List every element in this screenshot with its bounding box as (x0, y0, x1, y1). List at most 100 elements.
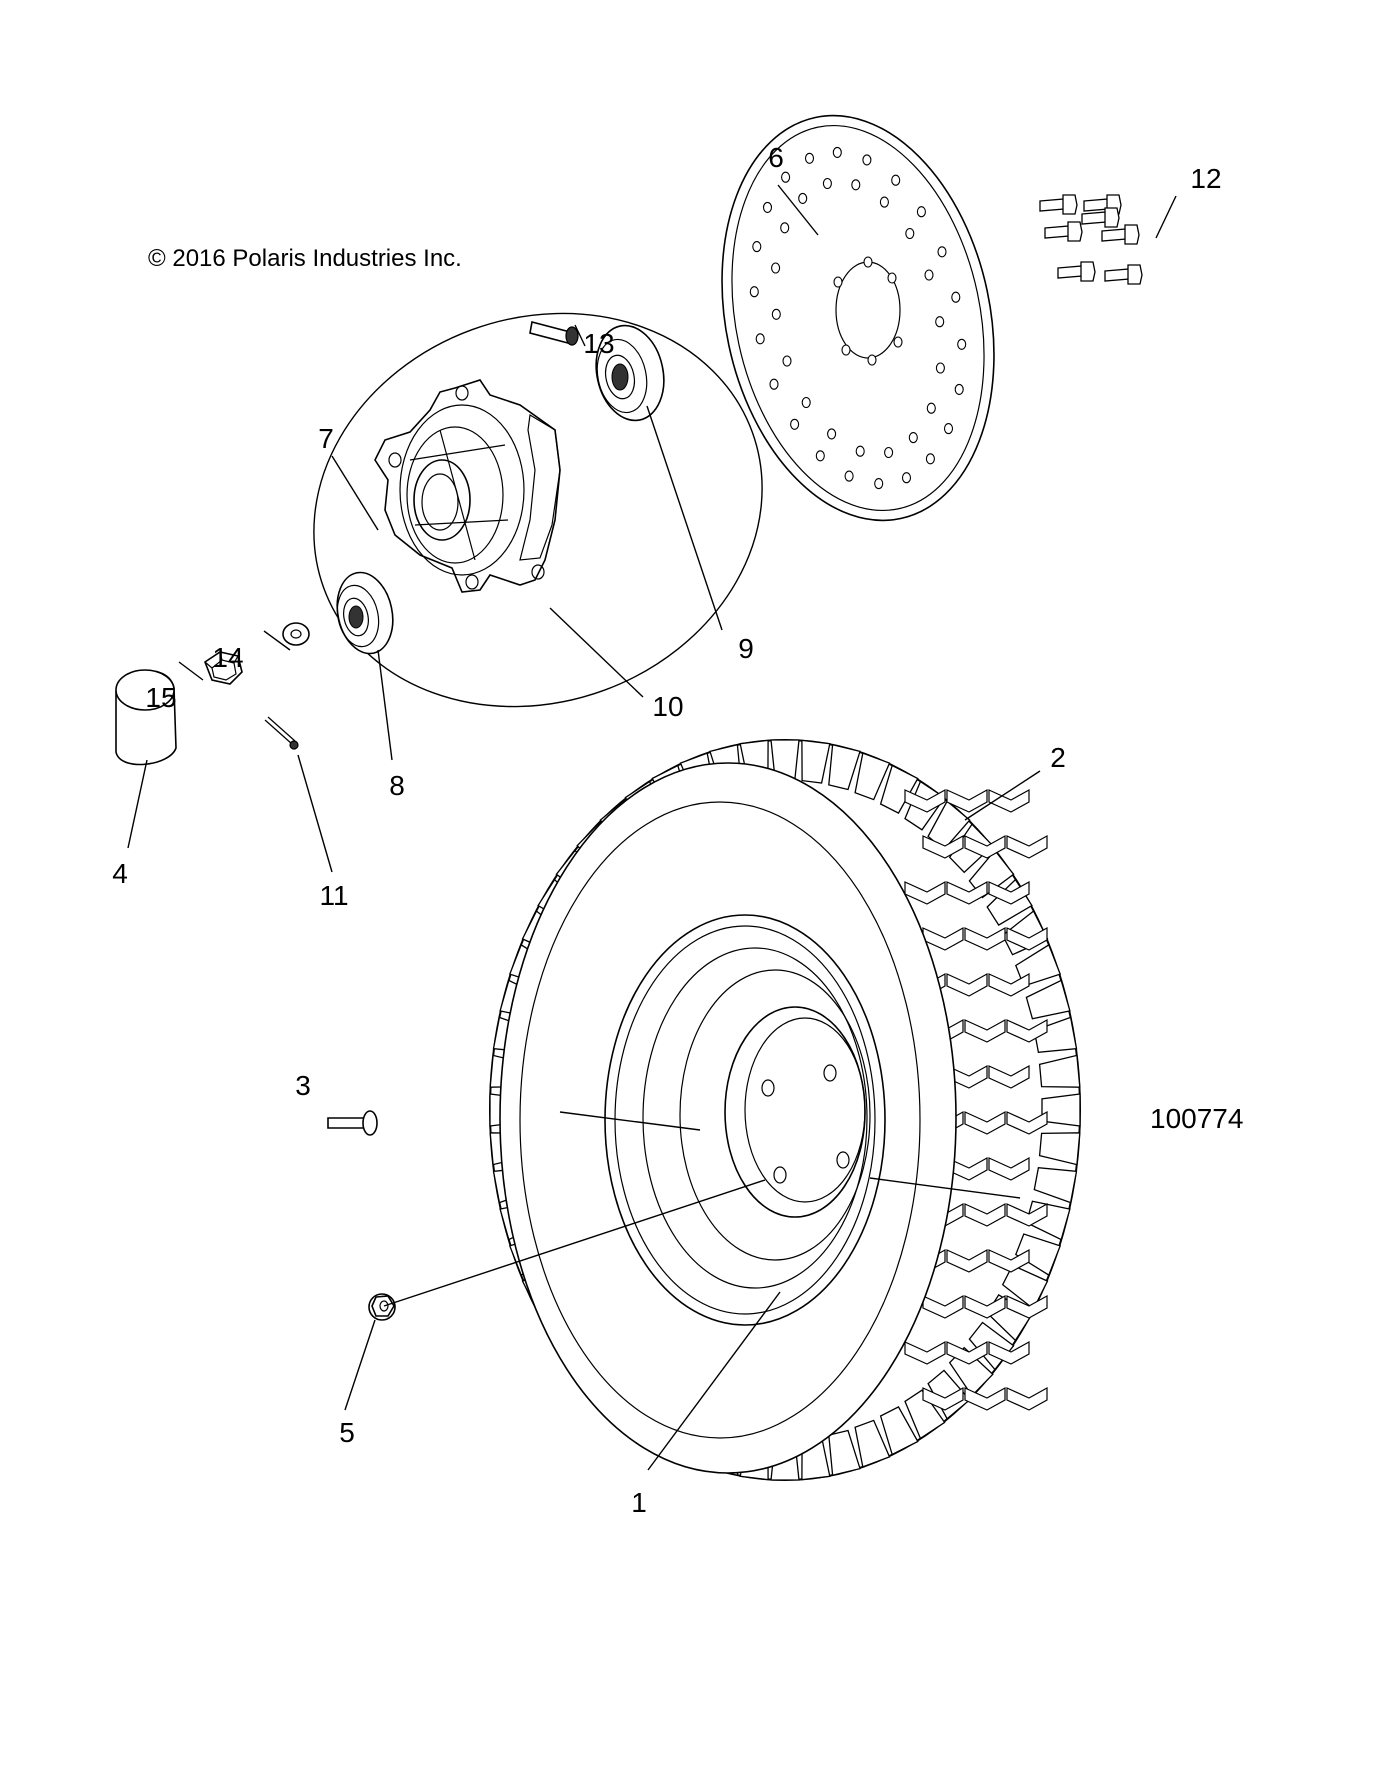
disc-hole (771, 262, 781, 274)
disc-hole (781, 171, 791, 183)
disc-mount-hole (863, 256, 873, 268)
disc-hole (771, 308, 781, 320)
disc-mount-hole (867, 354, 877, 366)
disc-hole (780, 222, 790, 234)
tread-chevron (922, 834, 964, 859)
tread-block (828, 743, 861, 791)
tread-chevron (964, 1294, 1006, 1319)
part-1-rim[interactable] (604, 914, 886, 1326)
part-4-dust-cap[interactable] (115, 669, 177, 766)
tread-chevron (964, 1386, 1006, 1411)
disc-hole (924, 269, 934, 281)
callout-3: 3 (295, 1070, 311, 1101)
callout-1: 1 (631, 1487, 647, 1518)
disc-hole (822, 177, 832, 190)
disc-hole (804, 152, 815, 164)
tread-block (854, 752, 891, 801)
tread-chevron (964, 1202, 1006, 1227)
disc-hole (769, 378, 779, 390)
disc-hole (935, 362, 945, 374)
tread-chevron (988, 1340, 1030, 1365)
part-13-stud[interactable] (529, 321, 579, 346)
disc-hole (916, 206, 926, 218)
tread-chevron (1006, 1202, 1048, 1227)
callout-12: 12 (1190, 163, 1221, 194)
disc-mount-hole (893, 336, 903, 348)
part-3-bolt[interactable] (327, 1110, 378, 1136)
bolt (1039, 194, 1078, 215)
part-8-bearing[interactable] (330, 567, 400, 658)
tread-block (1033, 1166, 1078, 1204)
tread-block (927, 1369, 971, 1420)
tread-block (1025, 979, 1071, 1020)
tread-chevron (946, 880, 988, 905)
tread-chevron (904, 788, 946, 813)
tread-block (1038, 1132, 1081, 1166)
part-6-brake-disc[interactable] (686, 90, 1029, 546)
disc-hole (755, 333, 765, 345)
disc-hole (790, 418, 800, 430)
tread-chevron (988, 1156, 1030, 1181)
disc-hole (879, 196, 889, 208)
tread-chevron (964, 926, 1006, 951)
tread-chevron (1006, 834, 1048, 859)
tread-block (1014, 1233, 1062, 1277)
disc-mount-hole (833, 276, 843, 288)
disc-hole (957, 338, 967, 350)
disc-hole (935, 316, 945, 328)
disc-hole (815, 450, 825, 462)
tread-chevron (1006, 1018, 1048, 1043)
disc-hole (801, 396, 811, 409)
tread-block (879, 1406, 919, 1456)
tread-chevron (988, 1064, 1030, 1089)
callouts: 1 2 3 4 5 6 7 8 9 10 11 12 13 14 15 (112, 142, 1221, 1518)
tread-chevron (988, 880, 1030, 905)
bolt (1104, 264, 1143, 285)
disc-hole (752, 241, 762, 253)
disc-mount-hole (887, 272, 897, 284)
disc-hole (937, 246, 947, 258)
disc-hole (951, 291, 961, 303)
part-14-washer[interactable] (282, 622, 310, 646)
disc-hole (943, 423, 954, 435)
tread-block (801, 739, 831, 784)
leader-lines (127, 184, 1177, 1471)
tread-chevron (964, 834, 1006, 859)
callout-5: 5 (339, 1417, 355, 1448)
disc-hole (749, 286, 759, 298)
tread-chevron (988, 972, 1030, 997)
callout-4: 4 (112, 858, 128, 889)
disc-hole (798, 192, 808, 204)
disc-hole (874, 478, 884, 490)
part-11-cotter-pin[interactable] (264, 716, 299, 750)
tread-block (1038, 1054, 1081, 1088)
part-7-hub-assembly-outline[interactable] (258, 252, 818, 769)
callout-15: 15 (145, 682, 176, 713)
tread-chevron (922, 1294, 964, 1319)
tread-chevron (922, 1386, 964, 1411)
part-5-flange-nut[interactable] (368, 1293, 396, 1321)
tread-chevron (904, 1340, 946, 1365)
disc-holes (749, 146, 967, 490)
callout-2: 2 (1050, 742, 1066, 773)
tread-block (879, 764, 919, 814)
tread-chevron (1006, 926, 1048, 951)
part-9-bearing[interactable] (588, 319, 673, 427)
tread-chevron (1006, 1110, 1048, 1135)
tread-chevron (964, 1018, 1006, 1043)
tread-chevron (964, 1110, 1006, 1135)
disc-hole (908, 432, 918, 444)
tread-chevron (946, 1248, 988, 1273)
disc-hole (762, 201, 773, 213)
disc-hole (851, 179, 861, 191)
part-12-bolts[interactable] (1039, 194, 1143, 285)
disc-hole (954, 383, 964, 395)
callout-6: 6 (768, 142, 784, 173)
disc-hole (782, 355, 792, 367)
disc-mount-hole (841, 344, 851, 356)
part-15-castle-nut[interactable] (204, 651, 243, 685)
figure-id: 100774 (1150, 1103, 1243, 1134)
callout-9: 9 (738, 633, 754, 664)
part-10-hub[interactable] (374, 379, 561, 593)
bolt (1101, 224, 1140, 245)
